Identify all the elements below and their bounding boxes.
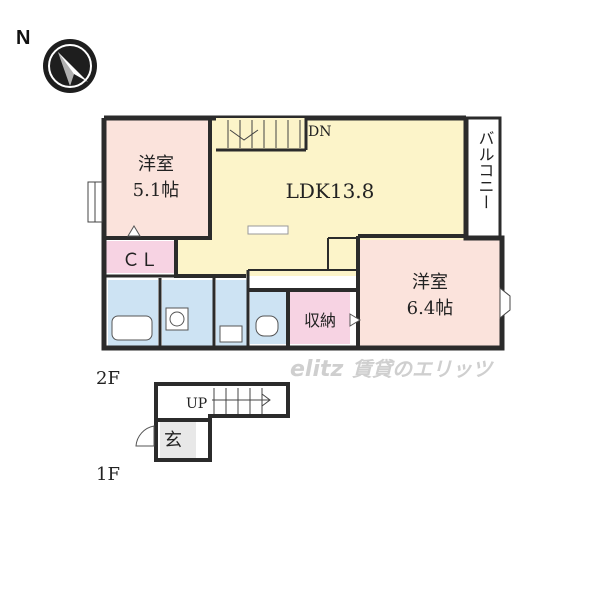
balcony-area (470, 118, 500, 234)
washer-drum (169, 311, 185, 327)
western-room-a (104, 118, 208, 236)
floor-1-label: 1F (96, 464, 120, 485)
western-room-a-name: 洋室 (138, 154, 174, 175)
toilet (255, 315, 279, 337)
floor-2-plan: DN 洋室 5.1帖 LDK13.8 ＣＬ 洋室 6.4帖 収納 バルコニー 2… (87, 115, 511, 389)
entrance-label: 玄 (164, 430, 182, 451)
western-room-b (360, 240, 500, 346)
washer-space (165, 307, 189, 331)
stairs-up (212, 388, 271, 414)
walls (101, 115, 505, 351)
bathtub (111, 315, 153, 341)
watermark-text: 賃貸のエリッツ (352, 357, 495, 381)
ldk-name: LDK13.8 (286, 179, 375, 203)
western-room-b-name: 洋室 (412, 272, 448, 293)
floor-1-plan: UP 玄 1F (96, 382, 290, 485)
sink (219, 325, 243, 343)
entrance-area (160, 420, 196, 458)
window-west (87, 181, 103, 223)
stairs-down (216, 118, 308, 152)
north-arrow-icon (43, 39, 97, 93)
stairs-down-label: DN (308, 124, 331, 140)
western-room-a-size: 5.1帖 (133, 180, 180, 201)
compass-north-letter: N (16, 27, 30, 49)
closet-area (106, 241, 174, 273)
ldk-counter (247, 225, 289, 235)
storage-name: 収納 (304, 311, 336, 330)
floor-2-label: 2F (96, 368, 120, 389)
entrance-hall (156, 384, 286, 414)
door-swing-storage (349, 313, 361, 327)
storage-area (290, 292, 350, 344)
door-swing-closet (127, 225, 141, 237)
closet-name: ＣＬ (122, 250, 158, 271)
floor-1-walls (154, 382, 290, 462)
window-east (499, 286, 511, 320)
entrance-door-swing (135, 425, 155, 447)
watermark: elitz 賃貸のエリッツ (290, 357, 495, 382)
stairs-up-label: UP (186, 396, 207, 412)
western-room-b-size: 6.4帖 (407, 298, 454, 319)
compass: N (16, 27, 97, 93)
balcony-name: バルコニー (476, 130, 495, 210)
watermark-logo-icon: elitz (290, 357, 344, 382)
